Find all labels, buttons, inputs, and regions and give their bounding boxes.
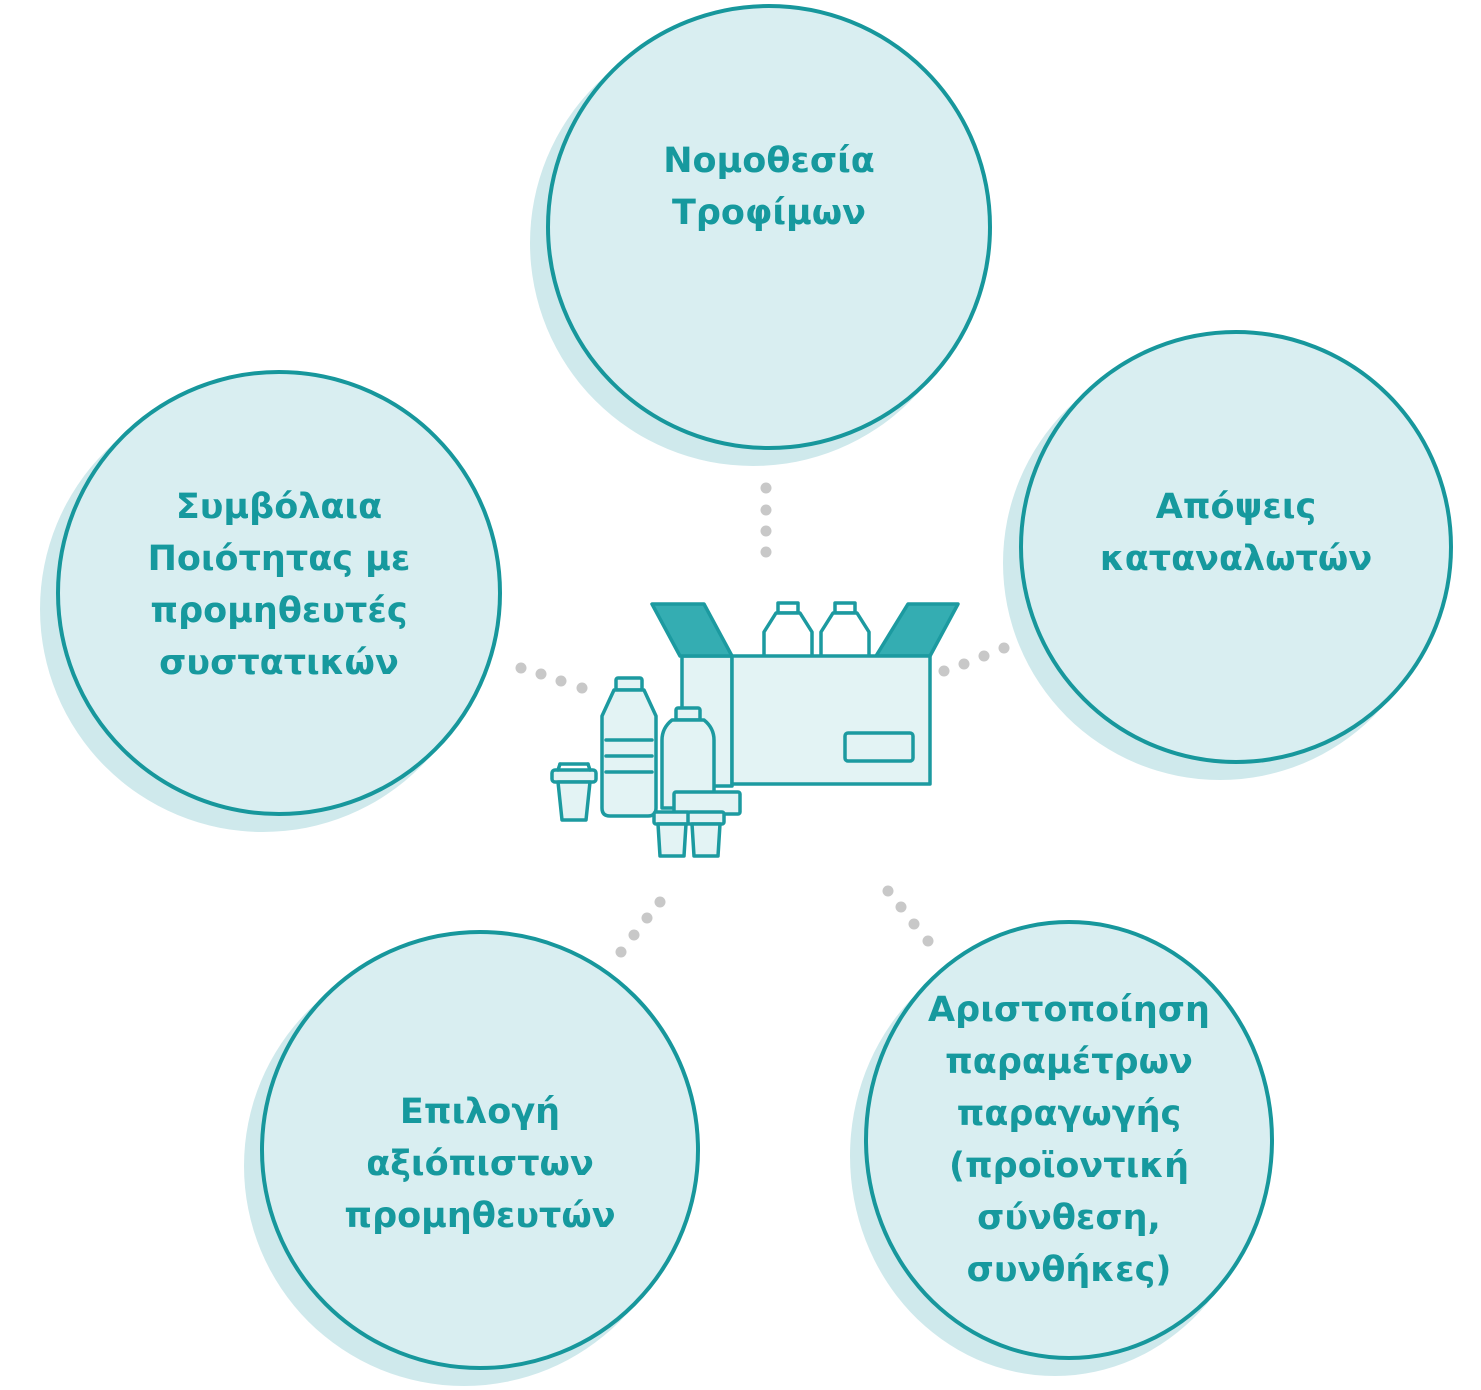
box-flap-left-icon	[650, 602, 734, 658]
connector-dot	[998, 642, 1010, 654]
box-label-icon	[843, 731, 915, 763]
node-bottom-right-label: Αριστοποίηση παραμέτρων παραγωγής (προϊο…	[928, 990, 1210, 1290]
connector-dot	[760, 525, 772, 537]
connector-dot	[760, 482, 772, 494]
connector-dot	[555, 675, 567, 687]
connector-dot	[938, 665, 950, 677]
connector-dot	[882, 885, 894, 897]
node-right: Απόψεις καταναλωτών	[1003, 330, 1463, 790]
coffee-cup-icon	[550, 762, 598, 822]
connector-dot	[535, 668, 547, 680]
bottle-in-box-icon	[819, 601, 871, 662]
connector-dot	[615, 946, 627, 958]
connector-dot	[978, 650, 990, 662]
node-bottom-left: Επιλογή αξιόπιστων προμηθευτών	[244, 930, 714, 1390]
connector-dot	[576, 682, 588, 694]
bottle-in-box-icon	[762, 601, 814, 662]
water-bottle-icon	[600, 676, 658, 818]
node-top-label: Νομοθεσία Τροφίμων	[663, 141, 875, 233]
connector-dot	[958, 658, 970, 670]
connector-dot	[641, 912, 653, 924]
connector-dot	[922, 935, 934, 947]
yogurt-cup-icon	[686, 810, 726, 858]
box-icon	[730, 654, 932, 786]
food-products-box-icon	[550, 601, 960, 858]
connector-dot	[515, 662, 527, 674]
node-left: Συμβόλαια Ποιότητας με προμηθευτές συστα…	[40, 370, 510, 840]
node-bottom-right: Αριστοποίηση παραμέτρων παραγωγής (προϊο…	[850, 920, 1280, 1386]
node-right-label: Απόψεις καταναλωτών	[1099, 487, 1373, 579]
node-top: Νομοθεσία Τροφίμων	[530, 4, 1000, 474]
connector-dot	[654, 896, 666, 908]
node-left-label: Συμβόλαια Ποιότητας με προμηθευτές συστα…	[147, 487, 411, 683]
box-flap-right-icon	[874, 602, 960, 658]
connector-dot	[628, 929, 640, 941]
connector-dot	[895, 901, 907, 913]
connector-dot	[760, 546, 772, 558]
connector-dot	[760, 504, 772, 516]
connector-dot	[908, 918, 920, 930]
yogurt-cup-icon	[652, 810, 692, 858]
node-bottom-left-label: Επιλογή αξιόπιστων προμηθευτών	[344, 1092, 616, 1236]
